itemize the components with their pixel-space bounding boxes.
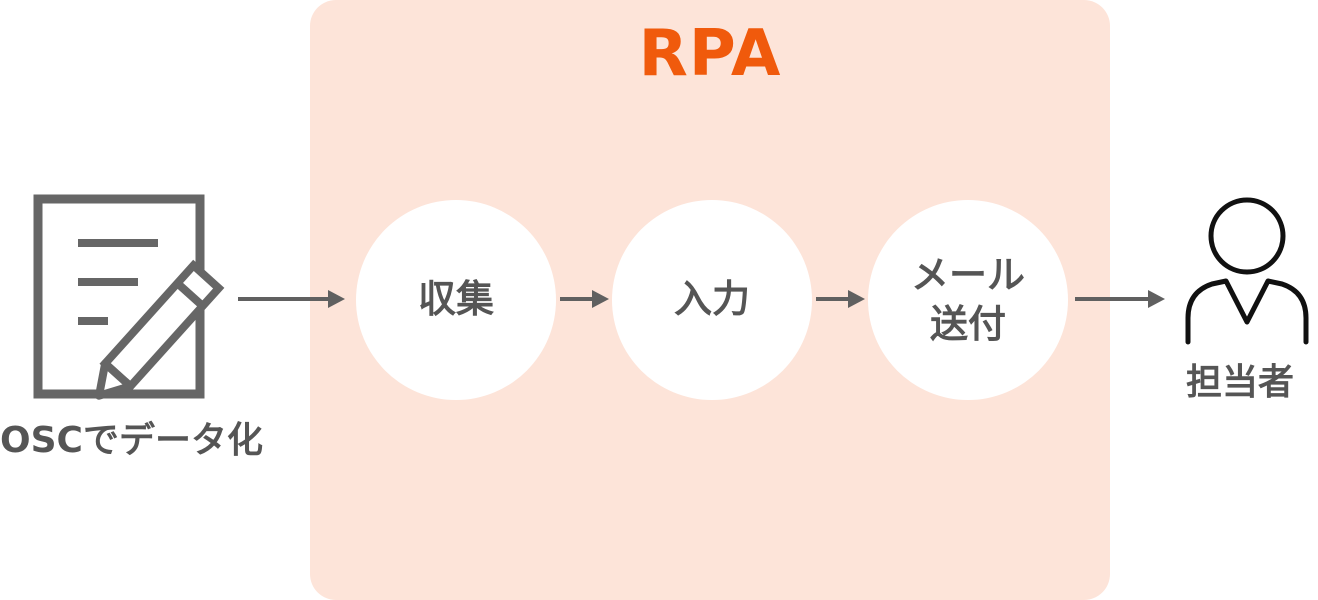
- rpa-title: RPA: [638, 17, 782, 91]
- document-pencil-icon: [33, 194, 225, 400]
- step-mail-send-label-line1: メール: [910, 252, 1025, 297]
- step-mail-send: メール 送付: [868, 200, 1068, 400]
- step-input-label: 入力: [673, 277, 750, 322]
- step-mail-send-label-line2: 送付: [929, 302, 1006, 346]
- step-input: 入力: [612, 200, 812, 400]
- arrow-source-to-collect: [238, 290, 345, 308]
- arrow-collect-to-input: [560, 290, 609, 308]
- person-label: 担当者: [1186, 362, 1295, 403]
- step-collect: 収集: [356, 200, 556, 400]
- source-label: OSCでデータ化: [0, 420, 263, 461]
- arrow-mail-to-person: [1075, 290, 1165, 308]
- step-collect-label: 収集: [417, 277, 494, 322]
- person-icon: [1185, 197, 1309, 345]
- arrow-input-to-mail: [816, 290, 865, 308]
